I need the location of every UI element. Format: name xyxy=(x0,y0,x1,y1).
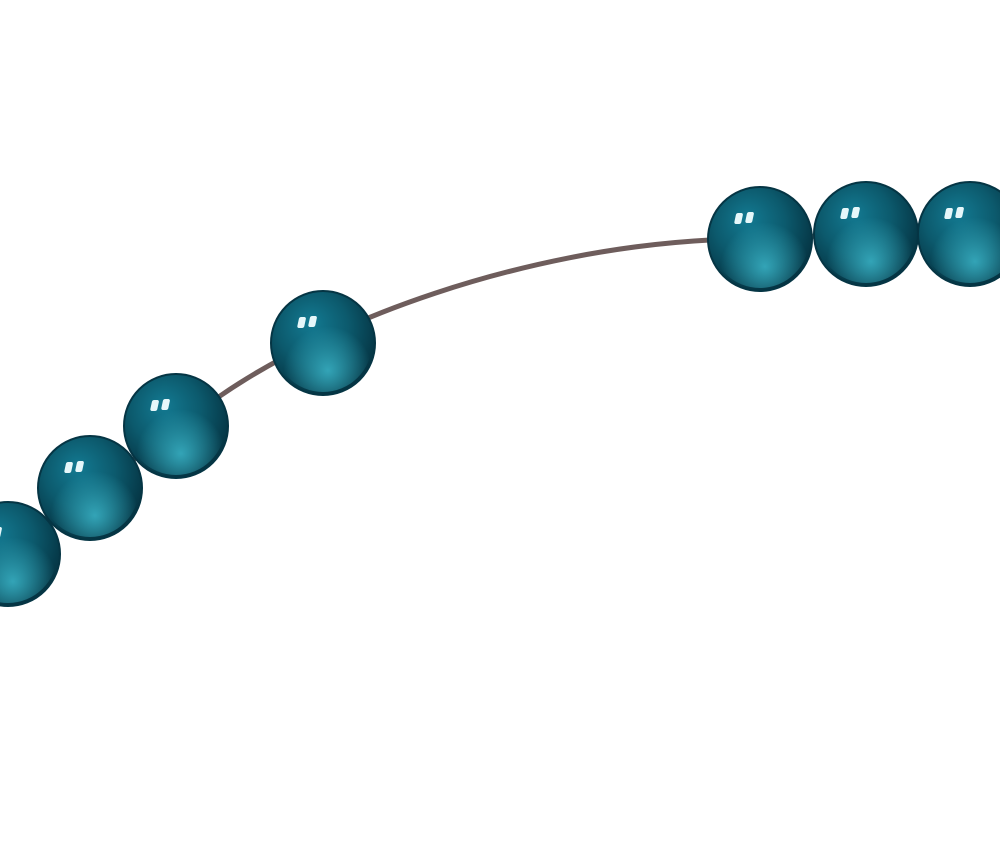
bead-highlight xyxy=(308,316,317,327)
bead xyxy=(813,181,919,287)
bead-highlight xyxy=(161,399,170,410)
bead-group xyxy=(0,181,1000,607)
bead-highlight xyxy=(955,207,964,218)
bead xyxy=(270,290,376,396)
bead xyxy=(123,373,229,479)
bead-highlight xyxy=(734,213,743,224)
bead-highlight xyxy=(297,317,306,328)
bead-highlight xyxy=(851,207,860,218)
bead-highlight xyxy=(64,462,73,473)
bead xyxy=(0,501,61,607)
bead-highlight xyxy=(745,212,754,223)
bead-highlight xyxy=(944,208,953,219)
bead-highlight xyxy=(840,208,849,219)
bead-highlight xyxy=(75,461,84,472)
bead xyxy=(917,181,1000,287)
bead-highlight xyxy=(150,400,159,411)
bead xyxy=(707,186,813,292)
bead xyxy=(37,435,143,541)
